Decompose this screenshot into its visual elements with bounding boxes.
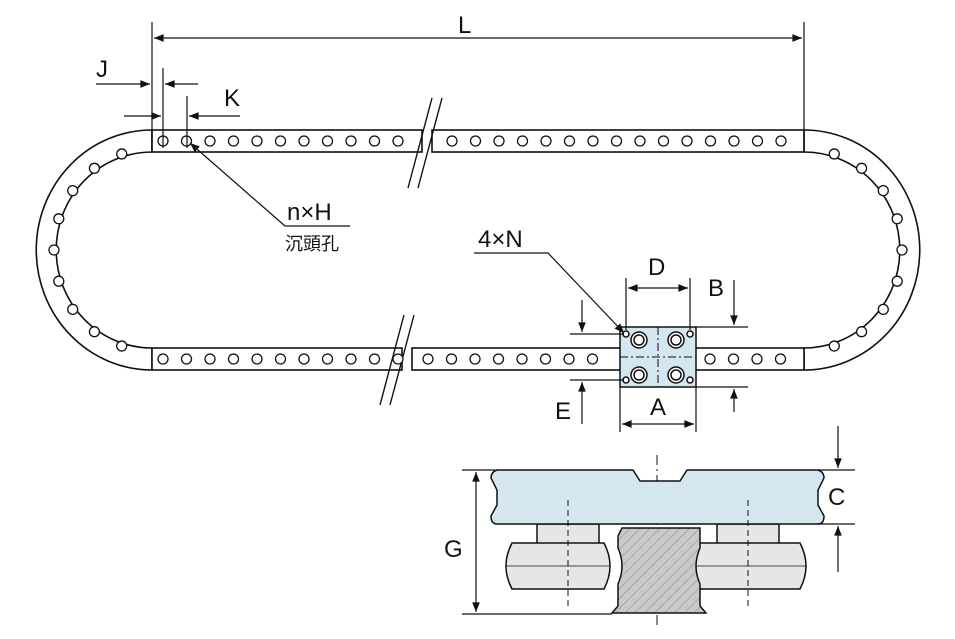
mounting-hole <box>727 353 740 365</box>
mounting-hole <box>516 353 528 365</box>
carriage-top-view <box>619 326 697 388</box>
label-n-x-H: n×H <box>287 199 332 226</box>
mounting-hole <box>586 353 599 365</box>
mounting-hole <box>539 353 552 365</box>
mounting-hole <box>204 353 216 365</box>
mounting-hole <box>469 135 482 147</box>
mounting-hole <box>751 135 764 147</box>
label-L: L <box>458 12 471 39</box>
mounting-hole <box>610 135 623 147</box>
label-K: K <box>224 85 240 112</box>
mounting-hole <box>751 353 763 365</box>
carriage-bolt-hole <box>686 376 694 384</box>
mounting-hole <box>67 303 79 316</box>
mounting-hole <box>345 135 357 147</box>
mounting-hole <box>227 135 240 147</box>
top-rail-left <box>151 129 423 153</box>
mounting-hole <box>274 353 287 365</box>
mounting-hole <box>227 353 240 365</box>
mounting-hole <box>774 353 787 365</box>
mounting-hole <box>298 135 310 147</box>
mounting-hole <box>116 148 128 160</box>
mounting-hole <box>855 326 868 338</box>
mounting-hole <box>446 135 458 147</box>
mounting-hole <box>587 135 599 147</box>
mounting-hole <box>53 275 65 287</box>
mounting-hole <box>877 184 889 197</box>
mounting-hole <box>891 275 903 287</box>
carriage-bolt-hole <box>686 330 694 338</box>
mounting-hole <box>563 353 575 365</box>
mounting-hole <box>877 303 889 316</box>
dimension-lines <box>96 22 805 432</box>
label-E: E <box>555 398 571 425</box>
mounting-hole <box>321 353 334 365</box>
mounting-hole <box>298 353 310 365</box>
mounting-hole <box>492 353 505 365</box>
mounting-holes <box>48 135 908 365</box>
mounting-hole <box>157 353 169 365</box>
mounting-hole <box>116 340 128 352</box>
mounting-hole <box>204 135 216 147</box>
mounting-hole <box>345 353 357 365</box>
mounting-hole <box>681 135 693 147</box>
mounting-hole <box>180 353 193 365</box>
label-C: C <box>828 484 845 511</box>
mounting-hole <box>563 135 576 147</box>
mounting-hole <box>321 135 334 147</box>
mounting-hole <box>392 353 404 365</box>
bottom-rail-right <box>411 347 805 371</box>
mounting-hole <box>704 353 716 365</box>
carriage-side-view <box>490 455 825 625</box>
label-A: A <box>650 394 666 421</box>
mounting-hole <box>67 184 79 197</box>
mounting-hole <box>728 135 740 147</box>
mounting-hole <box>891 213 903 225</box>
mounting-hole <box>422 353 434 365</box>
side-dimension-lines <box>462 426 855 615</box>
dimension-labels: L J K n×H 沉頭孔 4×N D B E A C G <box>96 12 845 563</box>
mounting-hole <box>469 353 481 365</box>
mounting-hole <box>828 340 840 352</box>
label-J: J <box>96 56 108 83</box>
mounting-hole <box>657 135 670 147</box>
mounting-hole <box>493 135 505 147</box>
mounting-hole <box>251 135 263 147</box>
label-D: D <box>648 254 665 281</box>
mounting-hole <box>48 244 60 256</box>
mounting-hole <box>368 353 381 365</box>
mounting-hole <box>392 135 404 147</box>
mounting-hole <box>88 162 101 174</box>
label-4-x-N: 4×N <box>478 226 523 253</box>
mounting-hole <box>775 135 787 147</box>
mounting-hole <box>368 135 381 147</box>
mounting-hole <box>53 213 65 225</box>
mounting-hole <box>516 135 529 147</box>
mounting-hole <box>704 135 717 147</box>
mounting-hole <box>896 244 908 256</box>
mounting-hole <box>828 148 840 160</box>
label-G: G <box>444 536 463 563</box>
mounting-hole <box>274 135 287 147</box>
mounting-hole <box>855 162 868 174</box>
mounting-hole <box>634 135 646 147</box>
mounting-hole <box>540 135 552 147</box>
mounting-hole <box>251 353 263 365</box>
label-countersink-hole: 沉頭孔 <box>285 234 339 254</box>
mounting-hole <box>88 326 101 338</box>
mounting-hole <box>445 353 458 365</box>
rail-cross-section <box>610 527 708 614</box>
label-B: B <box>708 275 724 302</box>
